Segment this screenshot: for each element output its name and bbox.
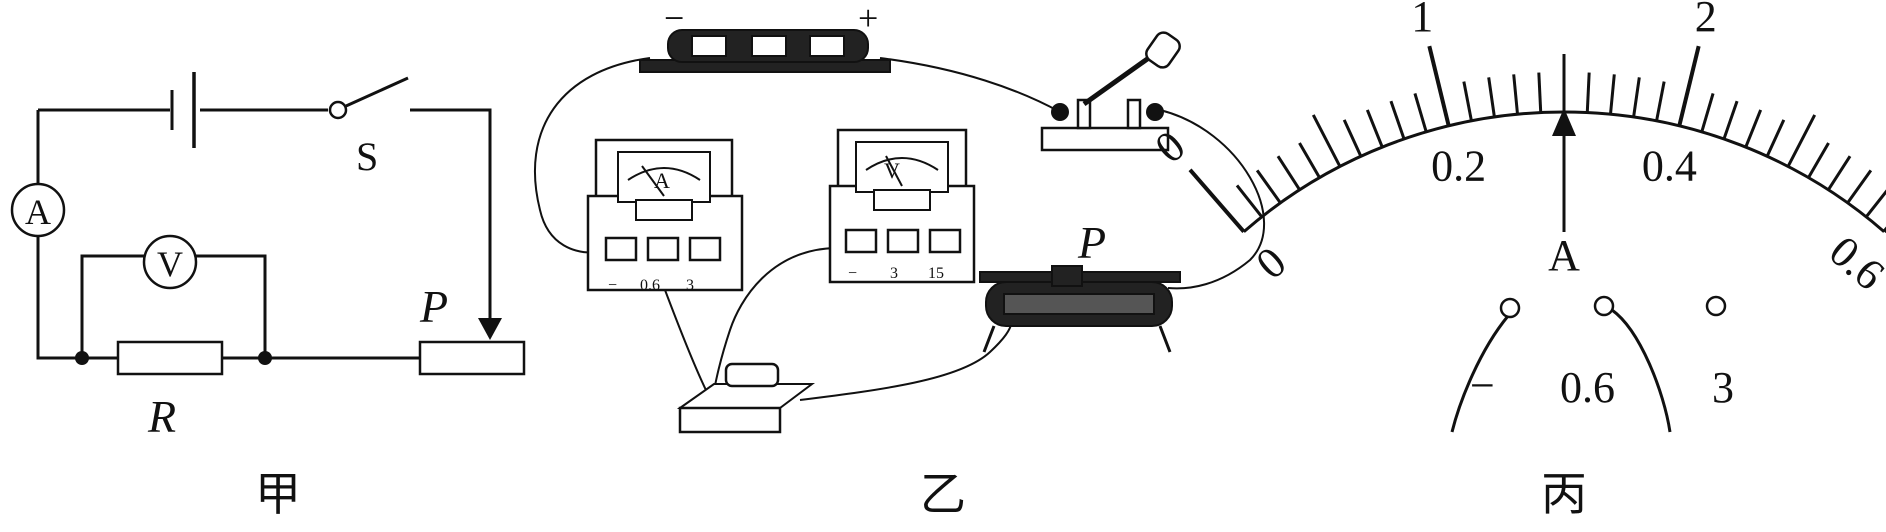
dial-terminal-neg [1499, 297, 1521, 319]
battery-symbol [170, 72, 196, 148]
voltmeter-device: V − 3 15 [828, 128, 976, 284]
lower-scale-label-1: 0.2 [1431, 142, 1486, 191]
wire-left-lower [36, 236, 118, 360]
battery-holder: − + [639, 0, 891, 73]
junction-left [75, 351, 89, 365]
dial-tick [1342, 119, 1363, 157]
dial-tick [1298, 142, 1321, 179]
caption-bing: 丙 [1541, 469, 1587, 520]
dial-tick [1865, 189, 1886, 218]
switch-label: S [356, 134, 378, 179]
caption-yi: 乙 [920, 469, 966, 520]
dial-tick [1389, 100, 1406, 140]
dial-tick [1413, 93, 1428, 133]
upper-scale-label-2: 2 [1695, 0, 1717, 41]
meter-dial: 012300.20.40.6 [1146, 0, 1886, 300]
dial-tick [1487, 77, 1496, 118]
rheostat-slider [1051, 265, 1083, 287]
dial-tick [1786, 114, 1817, 168]
ammeter-terminal-neg: − [608, 277, 617, 294]
dial-tick [1722, 100, 1739, 140]
dial-tick [1807, 142, 1830, 179]
dial-terminal-label-neg: − [1470, 361, 1495, 410]
dial-terminal-label-3: 3 [1712, 363, 1734, 412]
wire-switch-to-rheostat [1159, 109, 1266, 290]
switch-terminal-right [1146, 103, 1164, 121]
caption-jia: 甲 [255, 469, 301, 520]
dial-tick [1608, 74, 1616, 115]
dial-tick [1765, 119, 1786, 157]
junction-right [258, 351, 272, 365]
dial-terminal-0-6 [1593, 295, 1615, 317]
rheostat-device: P [979, 217, 1181, 353]
ammeter-terminal-0-6: 0.6 [640, 277, 660, 294]
battery-negative-sign: − [664, 0, 684, 38]
dial-tick [1827, 155, 1852, 191]
dial-meter-letter: A [1548, 231, 1580, 280]
upper-scale-label-1: 1 [1411, 0, 1433, 41]
dial-tick [1462, 81, 1473, 122]
wire-top-right [410, 108, 492, 262]
voltmeter-terminal-15: 15 [928, 265, 944, 282]
ammeter-letter: A [25, 192, 51, 232]
dial-tick [1255, 169, 1282, 204]
dial-tick [1537, 72, 1543, 113]
resistor-r: R [116, 340, 224, 442]
wire-voltmeter-to-resistor [711, 247, 836, 401]
meter-pointer [1552, 108, 1576, 232]
wire-battery-to-switch [879, 57, 1061, 113]
switch-s: S [328, 76, 409, 179]
voltmeter-branch [80, 254, 267, 358]
wire-battery-to-ammeter [534, 57, 651, 254]
dial-tick [1427, 45, 1451, 127]
dial-tick [1632, 77, 1641, 118]
dial-tick [1744, 109, 1763, 148]
lower-scale-label-3: 0.6 [1820, 226, 1886, 299]
ammeter-terminal-3: 3 [686, 277, 694, 294]
rheostat-symbol: P [418, 262, 526, 376]
dial-tick [1276, 155, 1301, 191]
dial-tick [1700, 93, 1715, 133]
dial-tick [1235, 184, 1263, 218]
voltmeter-terminal-3: 3 [890, 265, 898, 282]
slider-label: P [419, 281, 448, 332]
battery-positive-sign: + [858, 0, 878, 38]
ammeter-face-letter: A [654, 168, 670, 193]
dial-tick [1846, 169, 1873, 204]
ammeter-symbol: A [10, 182, 66, 238]
rheostat-label: P [1077, 217, 1106, 268]
wire-resistor-to-rheostat [799, 321, 1013, 401]
dial-tick [1311, 114, 1342, 168]
dial-terminal-label-0-6: 0.6 [1560, 363, 1615, 412]
dial-tick [1655, 81, 1666, 122]
panel-yi: − + A − 0.6 3 [534, 0, 1266, 520]
lower-scale-label-0: 0 [1247, 237, 1296, 288]
resistor-label: R [147, 391, 176, 442]
dial-tick [1677, 45, 1701, 127]
wire-ammeter-to-resistor [661, 281, 713, 403]
lower-scale-label-2: 0.4 [1642, 142, 1697, 191]
panel-bing: 012300.20.40.6 A − 0.6 3 丙 [1146, 0, 1886, 520]
ammeter-device: A − 0.6 3 [586, 138, 744, 294]
knife-switch [1040, 31, 1181, 152]
slider-arrow [478, 318, 502, 340]
voltmeter-letter: V [157, 244, 183, 284]
dial-terminal-3 [1705, 295, 1727, 317]
dial-wire-0-6 [1611, 308, 1672, 433]
voltmeter-terminal-neg: − [848, 265, 857, 282]
switch-terminal-left [1051, 103, 1069, 121]
dial-tick [1512, 74, 1520, 115]
voltmeter-face-letter: V [884, 158, 900, 183]
dial-tick [1365, 109, 1384, 148]
resistor-device [676, 362, 815, 434]
dial-tick [1188, 168, 1246, 234]
dial-tick [1585, 72, 1591, 113]
voltmeter-symbol: V [142, 234, 198, 290]
panel-jia: S A V R P 甲 [10, 72, 526, 520]
dial-wire-neg [1450, 315, 1510, 433]
